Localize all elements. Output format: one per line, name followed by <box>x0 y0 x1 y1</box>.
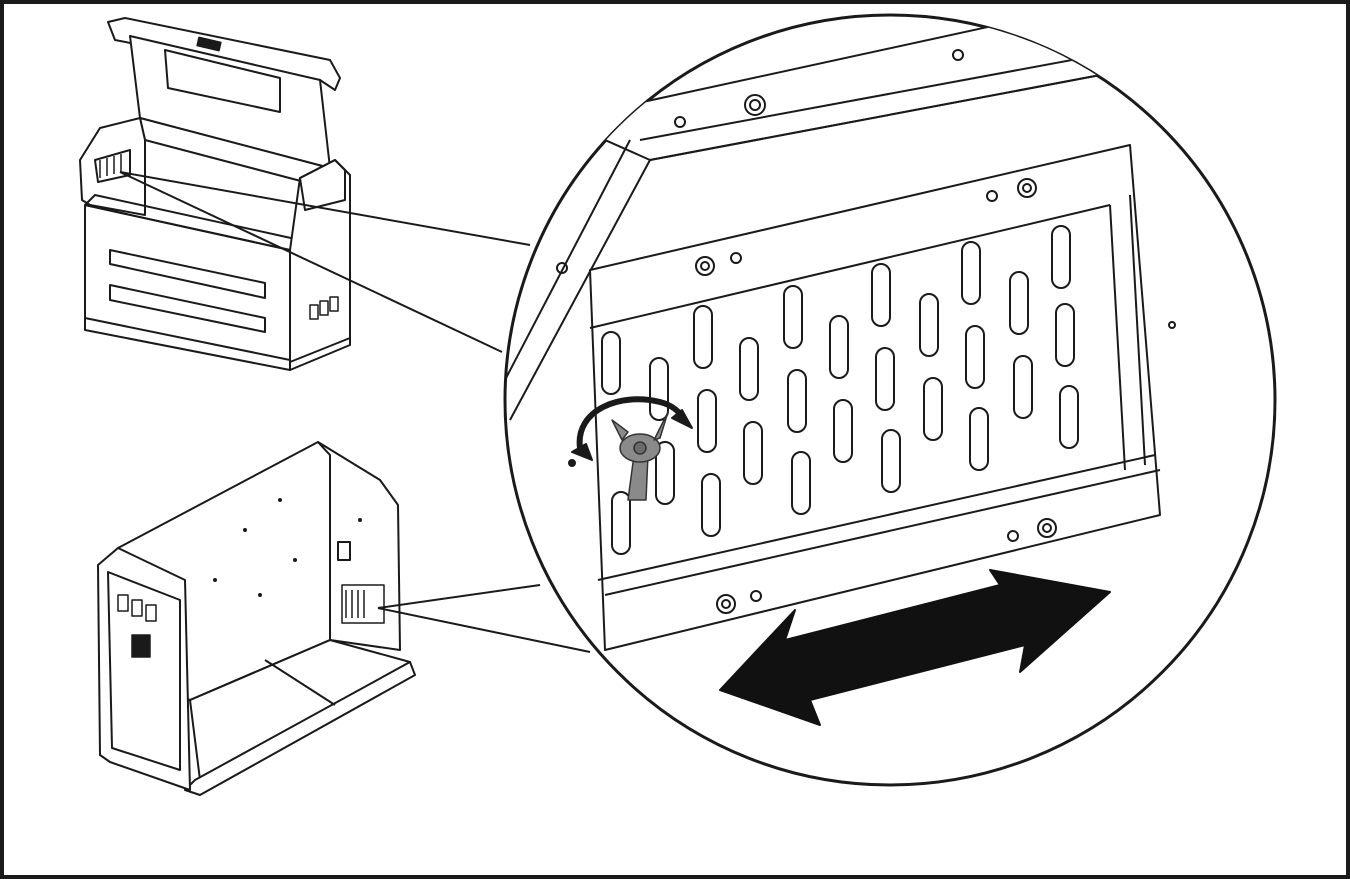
open-lid-cabinet <box>79 17 351 371</box>
double-arrow-icon <box>719 569 1111 726</box>
vent-slots <box>601 225 1079 555</box>
rail-bolts <box>674 49 964 128</box>
wing-nut-icon <box>611 411 669 501</box>
rotate-arrow-icon <box>571 396 693 461</box>
magnified-vent-plate <box>503 13 1277 787</box>
plate-bolts <box>695 178 1057 614</box>
open-frame-cabinet <box>97 441 416 796</box>
callout-lines <box>119 171 591 653</box>
